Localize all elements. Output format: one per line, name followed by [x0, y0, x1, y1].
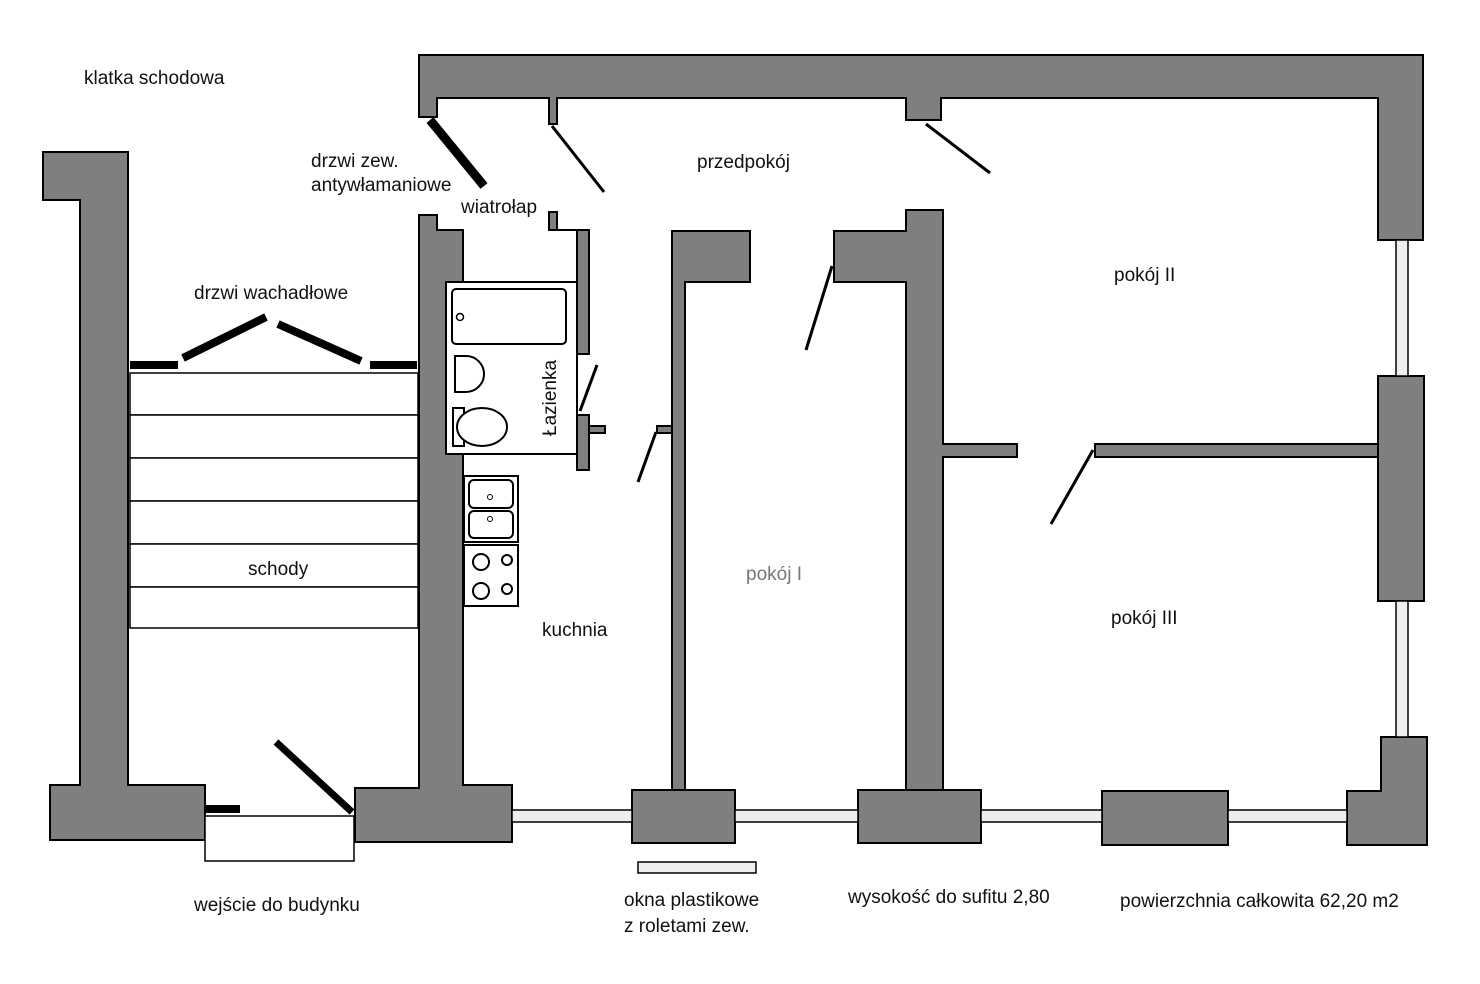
kitchen-door [636, 431, 658, 483]
bathtub-icon [451, 288, 567, 345]
room2-room3-wall [1049, 443, 1379, 525]
bathroom-door [578, 364, 599, 412]
kitchen-room1-wall [636, 230, 751, 791]
bathroom [445, 281, 599, 455]
hallway-label: przedpokój [697, 152, 790, 173]
stairs-label: schody [248, 559, 309, 580]
swing-doors-label: drzwi wachadłowe [194, 283, 348, 304]
ceiling-height-label: wysokość do sufitu 2,80 [847, 887, 1050, 908]
building-entrance [204, 739, 355, 862]
exterior-door-label-line1: drzwi zew. [311, 151, 399, 172]
toilet-icon [452, 407, 508, 447]
vestibule-door [550, 125, 606, 193]
vestibule-walls [548, 211, 606, 471]
room1-east-wall [804, 209, 1018, 791]
east-wall [1346, 239, 1428, 846]
kitchen-west-wall [354, 214, 513, 843]
swing-doors [130, 313, 417, 369]
building-entrance-label: wejście do budynku [193, 895, 360, 916]
total-area-label: powierzchnia całkowita 62,20 m2 [1120, 891, 1399, 912]
room2-label: pokój II [1114, 265, 1175, 286]
kitchen-label: kuchnia [542, 620, 608, 641]
stove-icon [463, 544, 519, 607]
stairwell-label: klatka schodowa [84, 68, 225, 89]
sink-icon [454, 355, 485, 393]
exterior-door-label-line2: antywłamaniowe [311, 175, 451, 196]
room3-door [1049, 449, 1095, 525]
room1-door [804, 265, 834, 351]
vestibule-label: wiatrołap [460, 197, 537, 218]
bathroom-label: Łazienka [540, 360, 561, 436]
exterior-door [426, 117, 488, 189]
window-legend-swatch [637, 861, 757, 874]
room1-label: pokój I [746, 564, 802, 585]
north-wall [418, 54, 1424, 241]
windows-label-line1: okna plastikowe [624, 890, 759, 911]
room2-hall-door [925, 122, 991, 175]
kitchen-sink-icon [463, 475, 519, 543]
stairs [129, 372, 419, 629]
windows-label-line2: z roletami zew. [624, 916, 750, 937]
stairwell-left-wall [42, 151, 206, 841]
south-wall [511, 789, 1348, 846]
room3-label: pokój III [1111, 608, 1178, 629]
